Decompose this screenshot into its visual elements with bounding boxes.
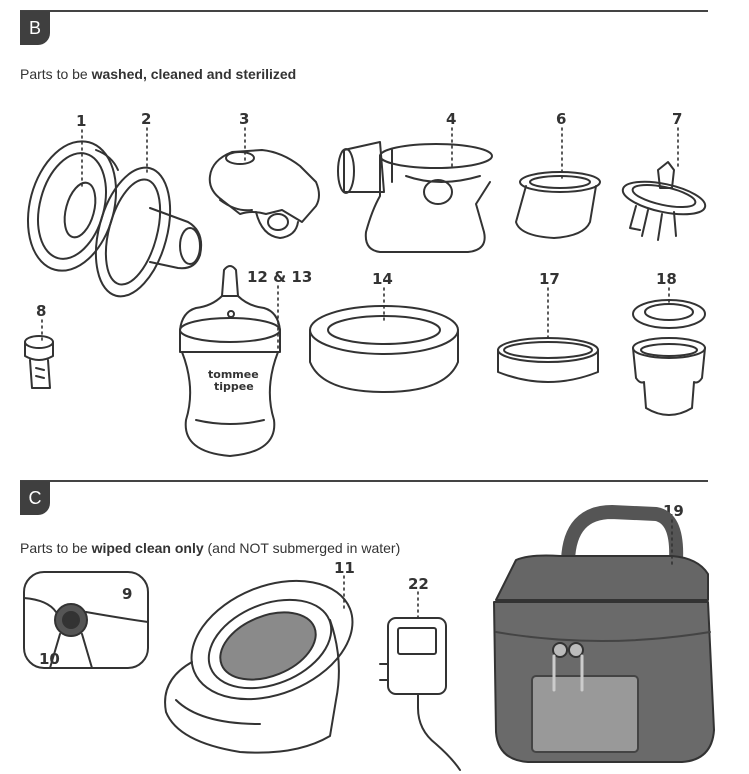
valve-cap-icon — [208, 149, 320, 239]
bottle-icon — [179, 265, 281, 457]
part-number-11: 11 — [334, 559, 355, 577]
motor-unit-icon — [164, 579, 354, 754]
pump-body-icon — [337, 141, 493, 253]
part-number-18: 18 — [656, 270, 677, 288]
bottle-logo-line1: tommee — [208, 368, 259, 381]
section-c-rule — [20, 480, 708, 482]
diaphragm-valve-icon — [621, 161, 707, 241]
cooler-bag-icon — [493, 505, 715, 763]
section-b-rule — [20, 10, 708, 12]
part-number-17: 17 — [539, 270, 560, 288]
bottle-logo-line2: tippee — [214, 380, 254, 393]
part-number-22: 22 — [408, 575, 429, 593]
part-number-2: 2 — [141, 110, 152, 128]
part-number-6: 6 — [556, 110, 567, 128]
button-closeup-icon — [23, 571, 149, 669]
section-c-tab: C — [20, 481, 50, 515]
sealing-ring-icon — [497, 337, 599, 383]
part-number-1: 1 — [76, 112, 87, 130]
section-b-heading: Parts to be washed, cleaned and steriliz… — [20, 66, 297, 82]
massager-icon — [94, 166, 203, 298]
power-adapter-icon — [379, 617, 461, 771]
storage-cup-icon — [632, 299, 706, 416]
part-number-3: 3 — [239, 110, 250, 128]
part-number-8: 8 — [36, 302, 47, 320]
part-number-4: 4 — [446, 110, 457, 128]
part-number-14: 14 — [372, 270, 393, 288]
leader-lines — [41, 127, 679, 623]
breast-shield-icon — [26, 140, 119, 272]
part-number-7: 7 — [672, 110, 683, 128]
section-c-heading: Parts to be wiped clean only (and NOT su… — [20, 540, 401, 556]
valve-cup-icon — [515, 171, 601, 239]
duckbill-valve-icon — [24, 335, 54, 389]
section-b-tab: B — [20, 11, 50, 45]
part-number-9: 9 — [122, 585, 133, 603]
part-number-12-13: 12 & 13 — [247, 268, 313, 286]
